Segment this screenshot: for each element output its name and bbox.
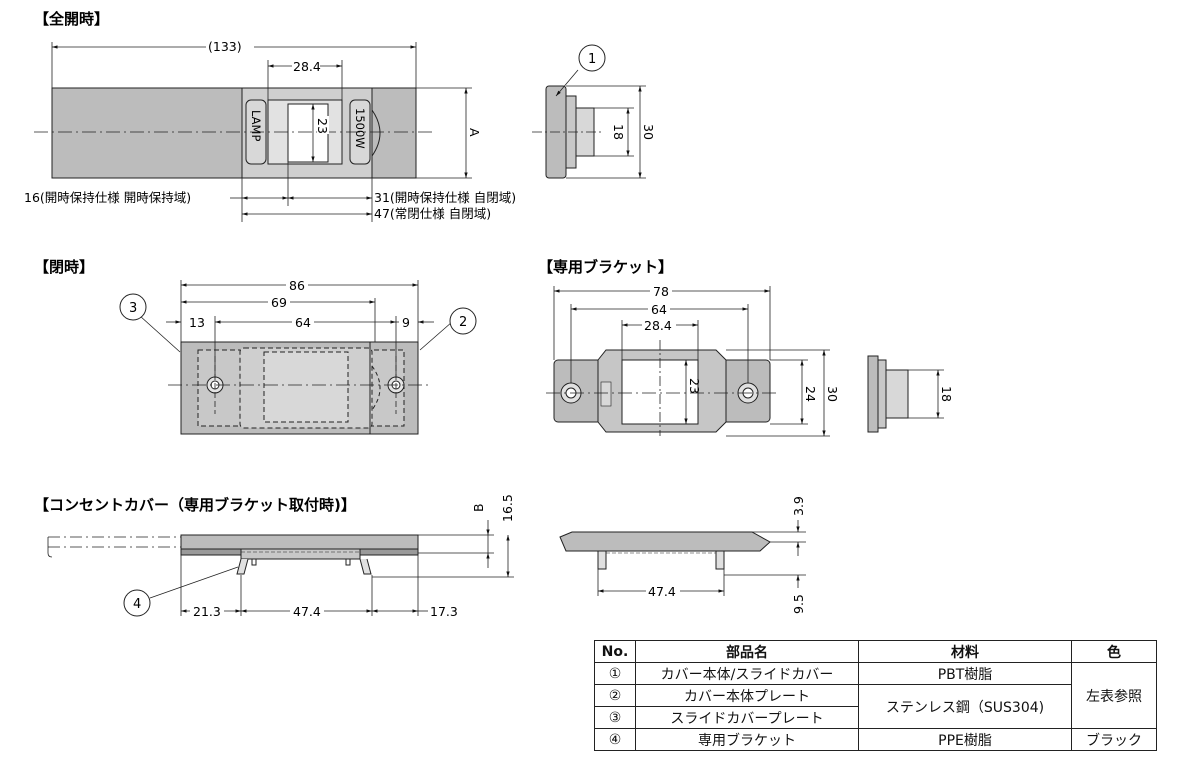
section-title-closed: 【閉時】: [34, 258, 94, 276]
cell-no: ②: [594, 684, 636, 707]
header-no: No.: [594, 640, 636, 663]
header-color: 色: [1071, 640, 1157, 663]
cell-part-name: カバー本体/スライドカバー: [635, 662, 859, 685]
dim-text-47-4b: 47.4: [648, 584, 676, 599]
dim-text-47-4: 47.4: [293, 604, 321, 619]
callout-circle-3: [119, 293, 147, 321]
dim-lines-bottom-full-open: [230, 162, 373, 222]
cell-no: ④: [594, 728, 636, 751]
dim-text-78: 78: [653, 284, 669, 299]
callout-label-1: 1: [588, 52, 596, 67]
dim-text-23-bracket: 23: [687, 378, 702, 394]
dim-text-21-3: 21.3: [193, 604, 221, 619]
bracket-side-view: [867, 355, 944, 433]
cell-color: ブラック: [1071, 728, 1157, 751]
full-open-front-view: [34, 87, 432, 179]
table-row: ② カバー本体プレート ステンレス鋼（SUS304): [594, 684, 1157, 729]
dim-text-18-side: 18: [611, 124, 626, 140]
callout-circle-1: [578, 44, 606, 72]
note-31: 31(開時保持仕様 自閉域): [374, 190, 516, 205]
dim-text-9-5: 9.5: [791, 594, 806, 614]
dim-text-64-closed: 64: [295, 315, 311, 330]
dim-text-16-5: 16.5: [500, 494, 515, 522]
bracket-front-view: [546, 340, 778, 436]
callout-label-2: 2: [459, 315, 467, 330]
header-material: 材料: [858, 640, 1072, 663]
cover-side-view: [47, 534, 419, 575]
cell-no: ③: [594, 706, 636, 729]
dim-text-28-4-bracket: 28.4: [644, 318, 672, 333]
dim-text-86: 86: [289, 278, 305, 293]
cell-part-name: スライドカバープレート: [635, 706, 859, 729]
section-title-bracket: 【専用ブラケット】: [538, 258, 673, 276]
dim-text-30-side: 30: [641, 124, 656, 140]
cell-part-name: カバー本体プレート: [635, 684, 859, 707]
cell-part-name: 専用ブラケット: [635, 728, 859, 751]
dim-text-a: A: [467, 128, 482, 137]
table-row: ④ 専用ブラケット PPE樹脂 ブラック: [594, 728, 1157, 751]
cover-dim-lines: [149, 520, 514, 616]
callout-label-3: 3: [129, 301, 137, 316]
lamp-label: LAMP: [249, 110, 263, 141]
wattage-label: 1500W: [353, 108, 367, 149]
dim-text-23: 23: [315, 118, 330, 134]
section-title-cover: 【コンセントカバー（専用ブラケット取付時)】: [34, 496, 356, 514]
table-row: ③ スライドカバープレート: [594, 706, 1157, 729]
header-part-name: 部品名: [635, 640, 859, 663]
dim-line-a: [416, 87, 472, 179]
dim-text-3-9: 3.9: [791, 496, 806, 516]
closed-front-view: [168, 341, 432, 435]
bracket-profile-view: [559, 531, 771, 570]
callout-label-4: 4: [133, 597, 141, 612]
dim-text-17-3: 17.3: [430, 604, 458, 619]
callout-circle-2: [449, 307, 477, 335]
note-47: 47(常閉仕様 自閉域): [374, 206, 491, 221]
table-row: ① カバー本体/スライドカバー PBT樹脂 左表参照: [594, 662, 1157, 729]
bracket-profile-dim-lines: [597, 520, 806, 596]
cell-material: PBT樹脂: [858, 662, 1072, 685]
table-header-row: No. 部品名 材料 色: [594, 640, 1157, 663]
dim-text-69: 69: [271, 295, 287, 310]
dim-text-133: (133): [208, 39, 242, 54]
cell-material: PPE樹脂: [858, 728, 1072, 751]
dim-text-30-bracket: 30: [825, 386, 840, 402]
section-title-full-open: 【全開時】: [34, 10, 109, 28]
dim-text-24: 24: [803, 386, 818, 402]
cell-color-shared: 左表参照: [1071, 662, 1157, 729]
full-open-side-view: [532, 69, 646, 179]
dim-text-13: 13: [189, 315, 205, 330]
parts-table: No. 部品名 材料 色 ① カバー本体/スライドカバー PBT樹脂 左表参照 …: [594, 640, 1157, 751]
dim-text-18-bracket: 18: [939, 386, 954, 402]
callout-circle-4: [123, 589, 151, 617]
dim-text-b: B: [471, 503, 486, 512]
dim-text-9: 9: [402, 315, 410, 330]
dim-text-64-bracket: 64: [651, 302, 667, 317]
cell-material: ステンレス鋼（SUS304): [858, 684, 1072, 729]
dim-text-28-4: 28.4: [293, 59, 321, 74]
cell-no: ①: [594, 662, 636, 685]
note-16: 16(開時保持仕様 開時保持域): [24, 190, 191, 205]
